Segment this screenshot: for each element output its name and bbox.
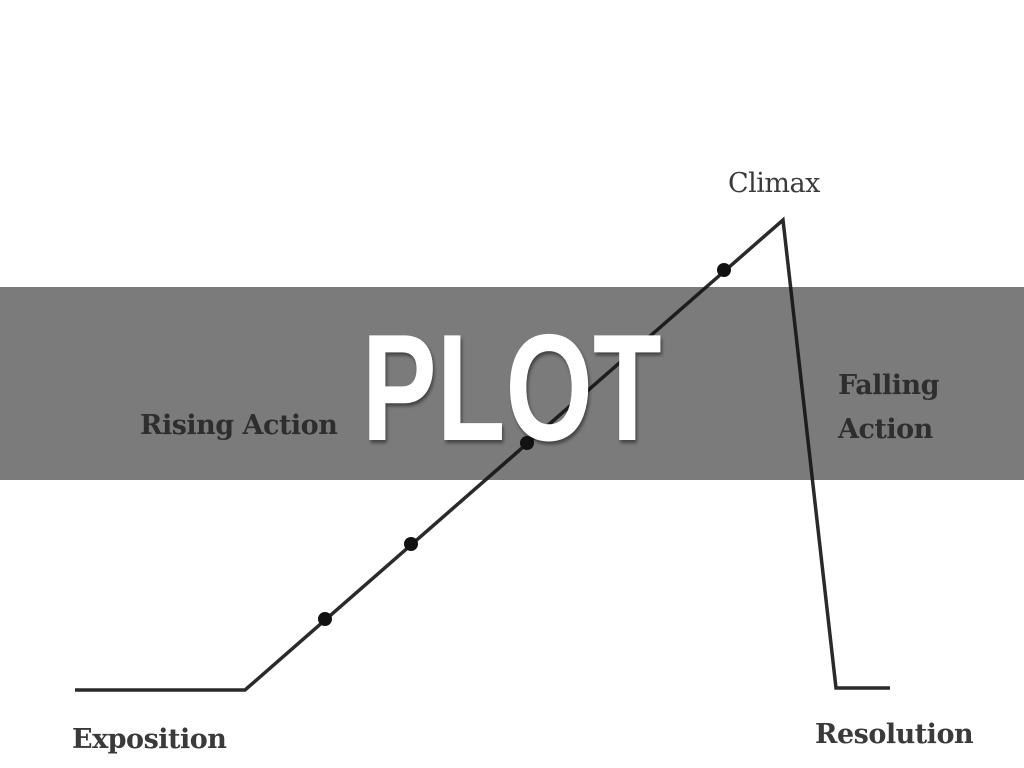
plot-point	[717, 263, 731, 277]
title-band	[0, 287, 1024, 480]
label-exposition: Exposition	[72, 724, 227, 755]
label-resolution: Resolution	[815, 719, 974, 750]
plot-point	[318, 612, 332, 626]
label-rising-action: Rising Action	[140, 410, 338, 441]
plot-line	[75, 216, 890, 692]
label-falling-action-2: Action	[838, 414, 933, 445]
plot-point	[404, 537, 418, 551]
label-climax: Climax	[728, 168, 820, 199]
label-falling-action-1: Falling	[838, 370, 939, 401]
